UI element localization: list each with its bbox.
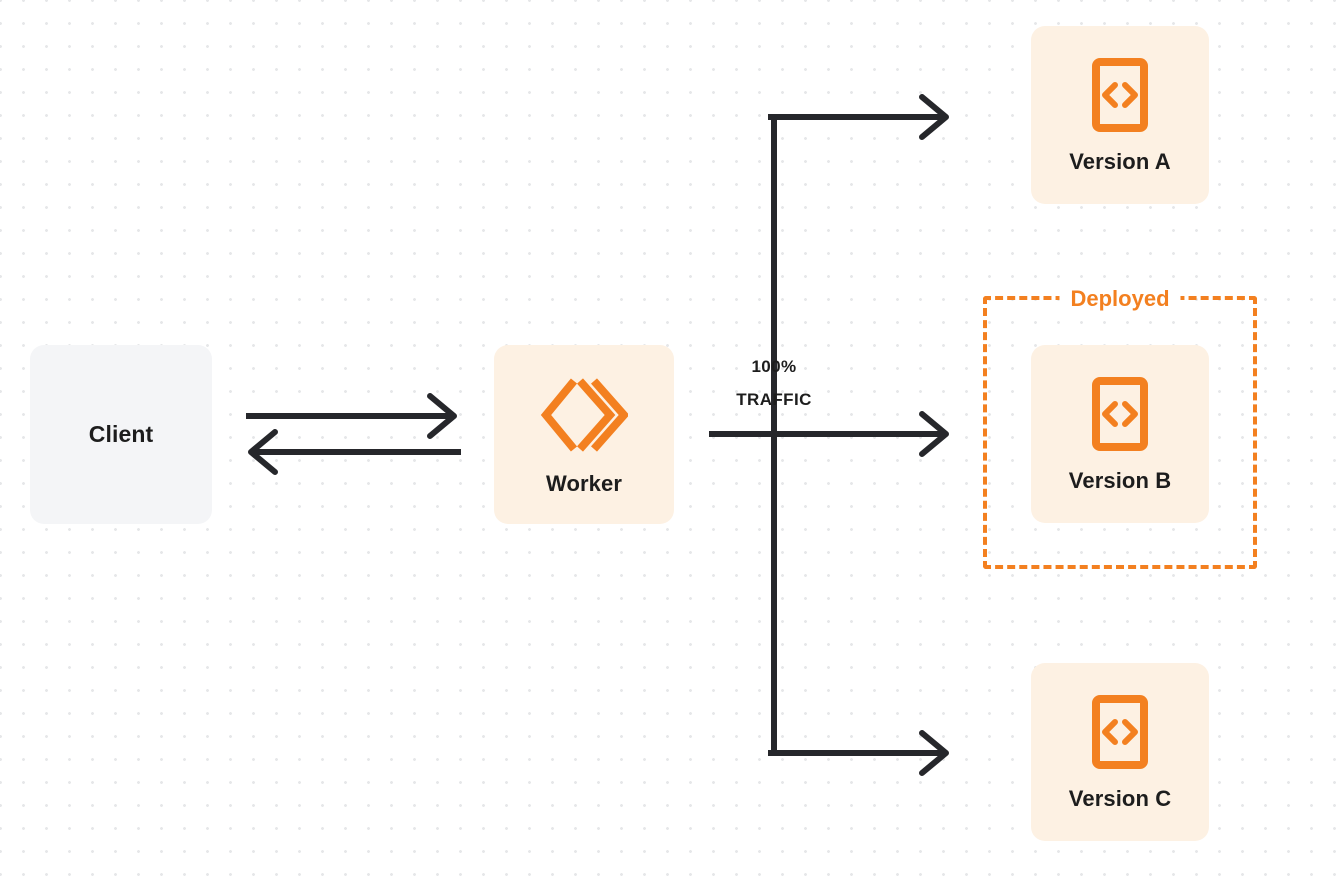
node-version-c[interactable]: Version C bbox=[1031, 663, 1209, 841]
node-worker[interactable]: Worker bbox=[494, 345, 674, 524]
code-file-icon bbox=[1091, 376, 1149, 452]
traffic-percent: 100% bbox=[751, 357, 797, 376]
deployed-group-label: Deployed bbox=[1059, 288, 1181, 310]
node-worker-label: Worker bbox=[546, 470, 622, 496]
traffic-annotation: 100% TRAFFIC bbox=[674, 350, 874, 416]
code-file-icon bbox=[1091, 694, 1149, 770]
arrow-worker-to-client bbox=[248, 429, 461, 475]
arrow-worker-to-version-b bbox=[709, 411, 949, 457]
node-version-b-label: Version B bbox=[1068, 468, 1172, 493]
arrow-client-to-worker bbox=[246, 393, 457, 439]
deployed-group: Deployed bbox=[983, 288, 1257, 569]
node-version-a-label: Version A bbox=[1069, 149, 1171, 174]
node-version-c-label: Version C bbox=[1068, 786, 1172, 811]
node-version-a[interactable]: Version A bbox=[1031, 26, 1209, 204]
node-version-b[interactable]: Version B bbox=[1031, 345, 1209, 523]
code-file-icon bbox=[1091, 57, 1149, 133]
traffic-unit: TRAFFIC bbox=[736, 390, 812, 410]
arrow-worker-to-version-c bbox=[768, 730, 949, 776]
node-client-label: Client bbox=[88, 421, 154, 447]
cloudflare-workers-logo-icon bbox=[540, 375, 630, 455]
node-client[interactable]: Client bbox=[30, 345, 212, 524]
arrow-worker-to-version-a bbox=[768, 94, 949, 140]
